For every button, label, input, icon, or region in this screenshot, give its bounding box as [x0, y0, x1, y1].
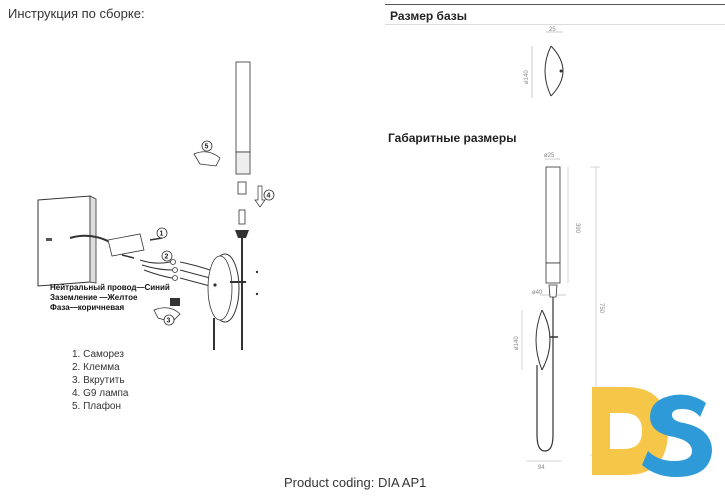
base-diameter-dim-2: ø140 [514, 336, 520, 350]
callout-1: 1 [160, 231, 164, 238]
assembly-steps-list: 1. Саморез 2. Клемма 3. Вкрутить 4. G9 л… [72, 348, 128, 413]
width-dim: 94 [538, 465, 545, 471]
callout-3: 3 [167, 318, 171, 325]
callout-4: 4 [267, 193, 271, 200]
step-item: 1. Саморез [72, 349, 124, 360]
socket-diameter-dim: ø40 [532, 290, 543, 296]
base-depth-dim: 25 [549, 27, 556, 33]
base-size-drawing: 25 ø140 [524, 27, 564, 98]
step-item: 4. G9 лампа [72, 388, 129, 399]
tube-diameter-dim: ø25 [544, 153, 555, 159]
wire-neutral-label: Нейтральный провод—Синий [50, 283, 170, 292]
section-divider [385, 4, 725, 5]
overall-dimensions-title: Габаритные размеры [388, 131, 517, 145]
wire-ground-label: Заземление —Желтое [50, 293, 138, 302]
ds-logo [592, 387, 712, 477]
base-size-title: Размер базы [390, 9, 467, 23]
wire-phase-label: Фаза—коричневая [50, 303, 125, 312]
base-diameter-dim: ø140 [524, 70, 530, 84]
total-height-dim: 750 [598, 303, 604, 314]
callout-2: 2 [165, 254, 169, 261]
wire-legend: Нейтральный провод—Синий Заземление —Жел… [50, 283, 170, 313]
callout-5: 5 [205, 144, 209, 151]
product-coding: Product coding: DIA AP1 [284, 475, 427, 490]
step-item: 3. Вкрутить [72, 375, 125, 386]
tube-length-dim: 390 [574, 223, 580, 234]
step-item: 2. Клемма [72, 362, 120, 373]
instructions-title: Инструкция по сборке: [8, 6, 145, 21]
section-divider-light [385, 24, 725, 25]
step-item: 5. Плафон [72, 401, 122, 412]
overall-dimensions-drawing: ø25 390 750 ø40 ø140 94 [514, 153, 604, 471]
assembly-drawing: 1 2 3 4 5 [37, 61, 275, 350]
